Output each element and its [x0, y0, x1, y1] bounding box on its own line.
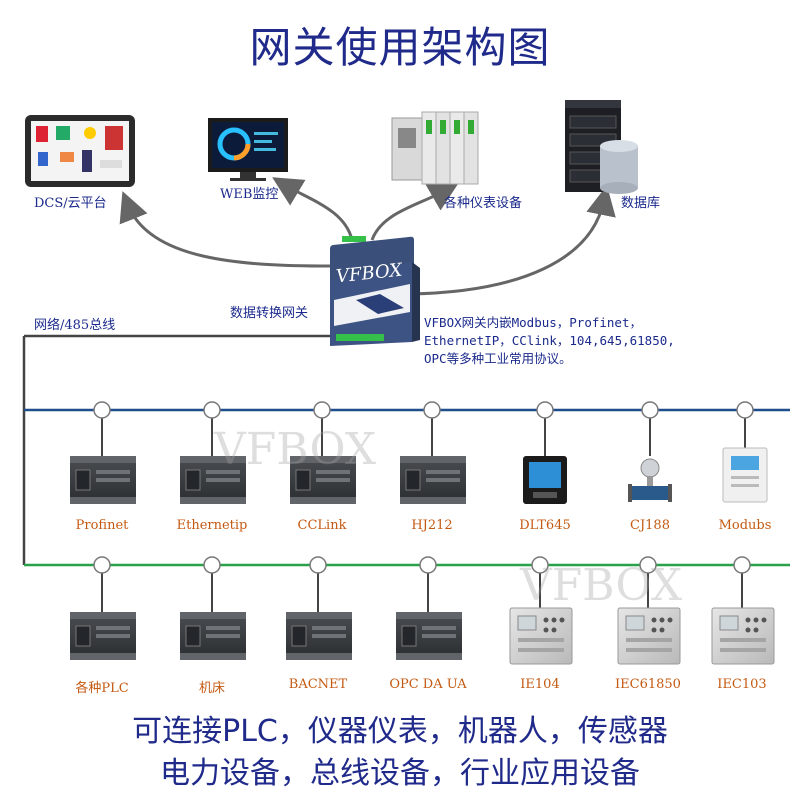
row2-device-5: [509, 556, 573, 665]
bus-node: [309, 556, 327, 574]
arrow-to-database: [409, 185, 616, 296]
bus-node: [641, 401, 659, 419]
top-node-label-meters: 各种仪表设备: [444, 196, 523, 211]
row1-label-7: Modubs: [718, 518, 772, 533]
bus-node: [93, 556, 111, 574]
row1-label-1: Profinet: [75, 518, 129, 533]
top-node-label-web: WEB监控: [220, 187, 279, 202]
tablet-hmi-icon: [25, 115, 135, 187]
protocol-description: VFBOX网关内嵌Modbus，Profinet， EthernetIP，CCl…: [424, 314, 794, 368]
row1-device-1: [70, 401, 136, 504]
row1-label-6: CJ188: [630, 518, 670, 533]
row1-label-2: Ethernetip: [176, 518, 248, 533]
bus-node: [733, 556, 751, 574]
row2-device-6: [617, 556, 681, 665]
watermark: VFBOX: [520, 560, 683, 611]
bottom-text-line-2: 电力设备，总线设备，行业应用设备: [160, 756, 640, 791]
row2-label-4: OPC DA UA: [389, 677, 467, 692]
bus-wiring: [22, 334, 790, 567]
row1-device-5: [523, 401, 567, 504]
row2-label-1: 各种PLC: [75, 681, 129, 696]
top-node-label-database: 数据库: [621, 196, 661, 211]
page-title: 网关使用架构图: [249, 23, 551, 72]
bus-node: [203, 401, 221, 419]
bus-node: [536, 401, 554, 419]
arrow-to-web: [272, 177, 354, 241]
row1-device-4: [400, 401, 466, 504]
bus-node: [531, 556, 549, 574]
server-database-icon: [565, 100, 638, 194]
row2-devices: [70, 556, 775, 665]
bus-node: [93, 401, 111, 419]
arrow-to-dcs: [119, 191, 331, 268]
io-module-icon: [391, 111, 479, 185]
row2-label-5: IE104: [520, 677, 560, 692]
bus-node: [419, 556, 437, 574]
bus-node: [313, 401, 331, 419]
gateway-device-icon: [330, 236, 420, 346]
row1-device-6: [628, 401, 672, 502]
arrow-to-meters: [370, 182, 459, 241]
row2-device-1: [70, 556, 136, 660]
description-line: EthernetIP，CClink，104,645,61850,: [424, 333, 675, 348]
bottom-text-line-1: 可连接PLC，仪器仪表，机器人，传感器: [132, 714, 668, 749]
row1-label-4: HJ212: [411, 518, 453, 533]
bus-node: [736, 401, 754, 419]
gateway-label: 数据转换网关: [230, 306, 309, 321]
row1-device-7: [722, 401, 768, 503]
row2-device-7: [711, 556, 775, 665]
bus-node: [639, 556, 657, 574]
row1-device-2: [180, 401, 246, 504]
monitor-icon: [208, 118, 288, 181]
row1-label-3: CCLink: [297, 518, 347, 533]
top-node-label-dcs: DCS/云平台: [34, 196, 107, 211]
bus-label: 网络/485总线: [34, 318, 116, 333]
row1-label-5: DLT645: [519, 518, 571, 533]
description-line: OPC等多种工业常用协议。: [424, 351, 572, 366]
row2-label-2: 机床: [198, 681, 226, 696]
bus-node: [203, 556, 221, 574]
row2-label-3: BACNET: [288, 677, 348, 692]
row1-devices: [70, 401, 768, 504]
connection-arrows: [119, 177, 616, 296]
row1-device-3: [290, 401, 356, 504]
description-line: VFBOX网关内嵌Modbus，Profinet，: [424, 315, 642, 330]
row2-device-4: [396, 556, 462, 660]
bus-node: [423, 401, 441, 419]
watermark: VFBOX: [214, 424, 377, 475]
row2-device-3: [286, 556, 352, 660]
row2-label-6: IEC61850: [615, 677, 681, 692]
row2-device-2: [180, 556, 246, 660]
row2-label-7: IEC103: [717, 677, 767, 692]
